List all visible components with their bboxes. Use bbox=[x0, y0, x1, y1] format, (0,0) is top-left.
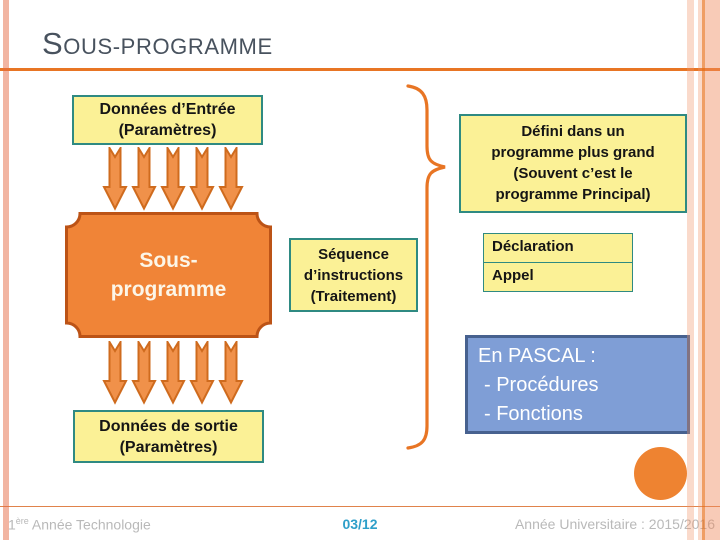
sequence-line3: (Traitement) bbox=[310, 288, 397, 305]
down-arrows-input-icon bbox=[103, 147, 243, 210]
page-number: 03/12 bbox=[342, 516, 378, 532]
down-arrow-icon bbox=[103, 341, 127, 404]
subprogram-shape bbox=[65, 212, 272, 338]
defined-line4: programme Principal) bbox=[495, 186, 651, 203]
title-underline bbox=[0, 68, 720, 71]
left-edge-stripe bbox=[3, 0, 9, 540]
call-row: Appel bbox=[483, 261, 633, 292]
subprogram-line1: Sous- bbox=[139, 249, 198, 272]
sequence-line2: d’instructions bbox=[303, 267, 404, 284]
defined-line1: Défini dans un bbox=[521, 123, 625, 140]
output-data-line2: (Paramètres) bbox=[119, 439, 218, 456]
decorative-circle bbox=[634, 447, 687, 500]
input-data-line1: Données d’Entrée bbox=[99, 101, 236, 118]
footer-course-label: 1ère Année Technologie bbox=[8, 516, 151, 533]
footer-course-sup: ère bbox=[15, 516, 29, 526]
down-arrow-icon bbox=[103, 147, 127, 210]
footer: 1ère Année Technologie 03/12 Année Unive… bbox=[0, 506, 720, 540]
pascal-line3: - Fonctions bbox=[484, 403, 583, 425]
page-title: Sous-programme bbox=[42, 26, 273, 61]
down-arrow-icon bbox=[219, 341, 243, 404]
input-data-box: Données d’Entrée (Paramètres) bbox=[72, 95, 263, 145]
pascal-box: En PASCAL : - Procédures - Fonctions bbox=[465, 335, 690, 434]
pascal-line2: - Procédures bbox=[484, 374, 599, 396]
defined-line2: programme plus grand bbox=[491, 144, 655, 161]
down-arrow-icon bbox=[219, 147, 243, 210]
defined-in-box: Défini dans un programme plus grand (Sou… bbox=[459, 114, 687, 213]
pascal-line1: En PASCAL : bbox=[478, 345, 596, 367]
sequence-box: Séquence d’instructions (Traitement) bbox=[289, 238, 418, 312]
right-edge-stripe-4 bbox=[705, 0, 720, 540]
down-arrow-icon bbox=[161, 341, 185, 404]
down-arrow-icon bbox=[161, 147, 185, 210]
right-edge-stripe-2 bbox=[698, 0, 702, 540]
footer-academic-year: Année Universitaire : 2015/2016 bbox=[514, 516, 715, 532]
down-arrow-icon bbox=[190, 341, 214, 404]
down-arrow-icon bbox=[132, 147, 156, 210]
right-edge-stripe-1 bbox=[687, 0, 694, 540]
declaration-row: Déclaration bbox=[483, 233, 633, 263]
output-data-box: Données de sortie (Paramètres) bbox=[73, 410, 264, 463]
defined-line3: (Souvent c’est le bbox=[513, 165, 633, 182]
subprogram-label: Sous- programme bbox=[65, 212, 272, 338]
down-arrows-output-icon bbox=[103, 341, 243, 404]
output-data-line1: Données de sortie bbox=[99, 418, 238, 435]
down-arrow-icon bbox=[132, 341, 156, 404]
footer-course-prefix: 1 bbox=[8, 516, 16, 533]
sequence-line1: Séquence bbox=[318, 246, 389, 263]
input-data-line2: (Paramètres) bbox=[118, 122, 217, 139]
declaration-call-table: Déclaration Appel bbox=[483, 233, 633, 292]
footer-course-rest: Année Technologie bbox=[28, 516, 151, 533]
subprogram-line2: programme bbox=[110, 278, 227, 301]
down-arrow-icon bbox=[190, 147, 214, 210]
right-edge-stripe-3 bbox=[702, 0, 705, 540]
curly-brace-icon bbox=[406, 84, 446, 450]
